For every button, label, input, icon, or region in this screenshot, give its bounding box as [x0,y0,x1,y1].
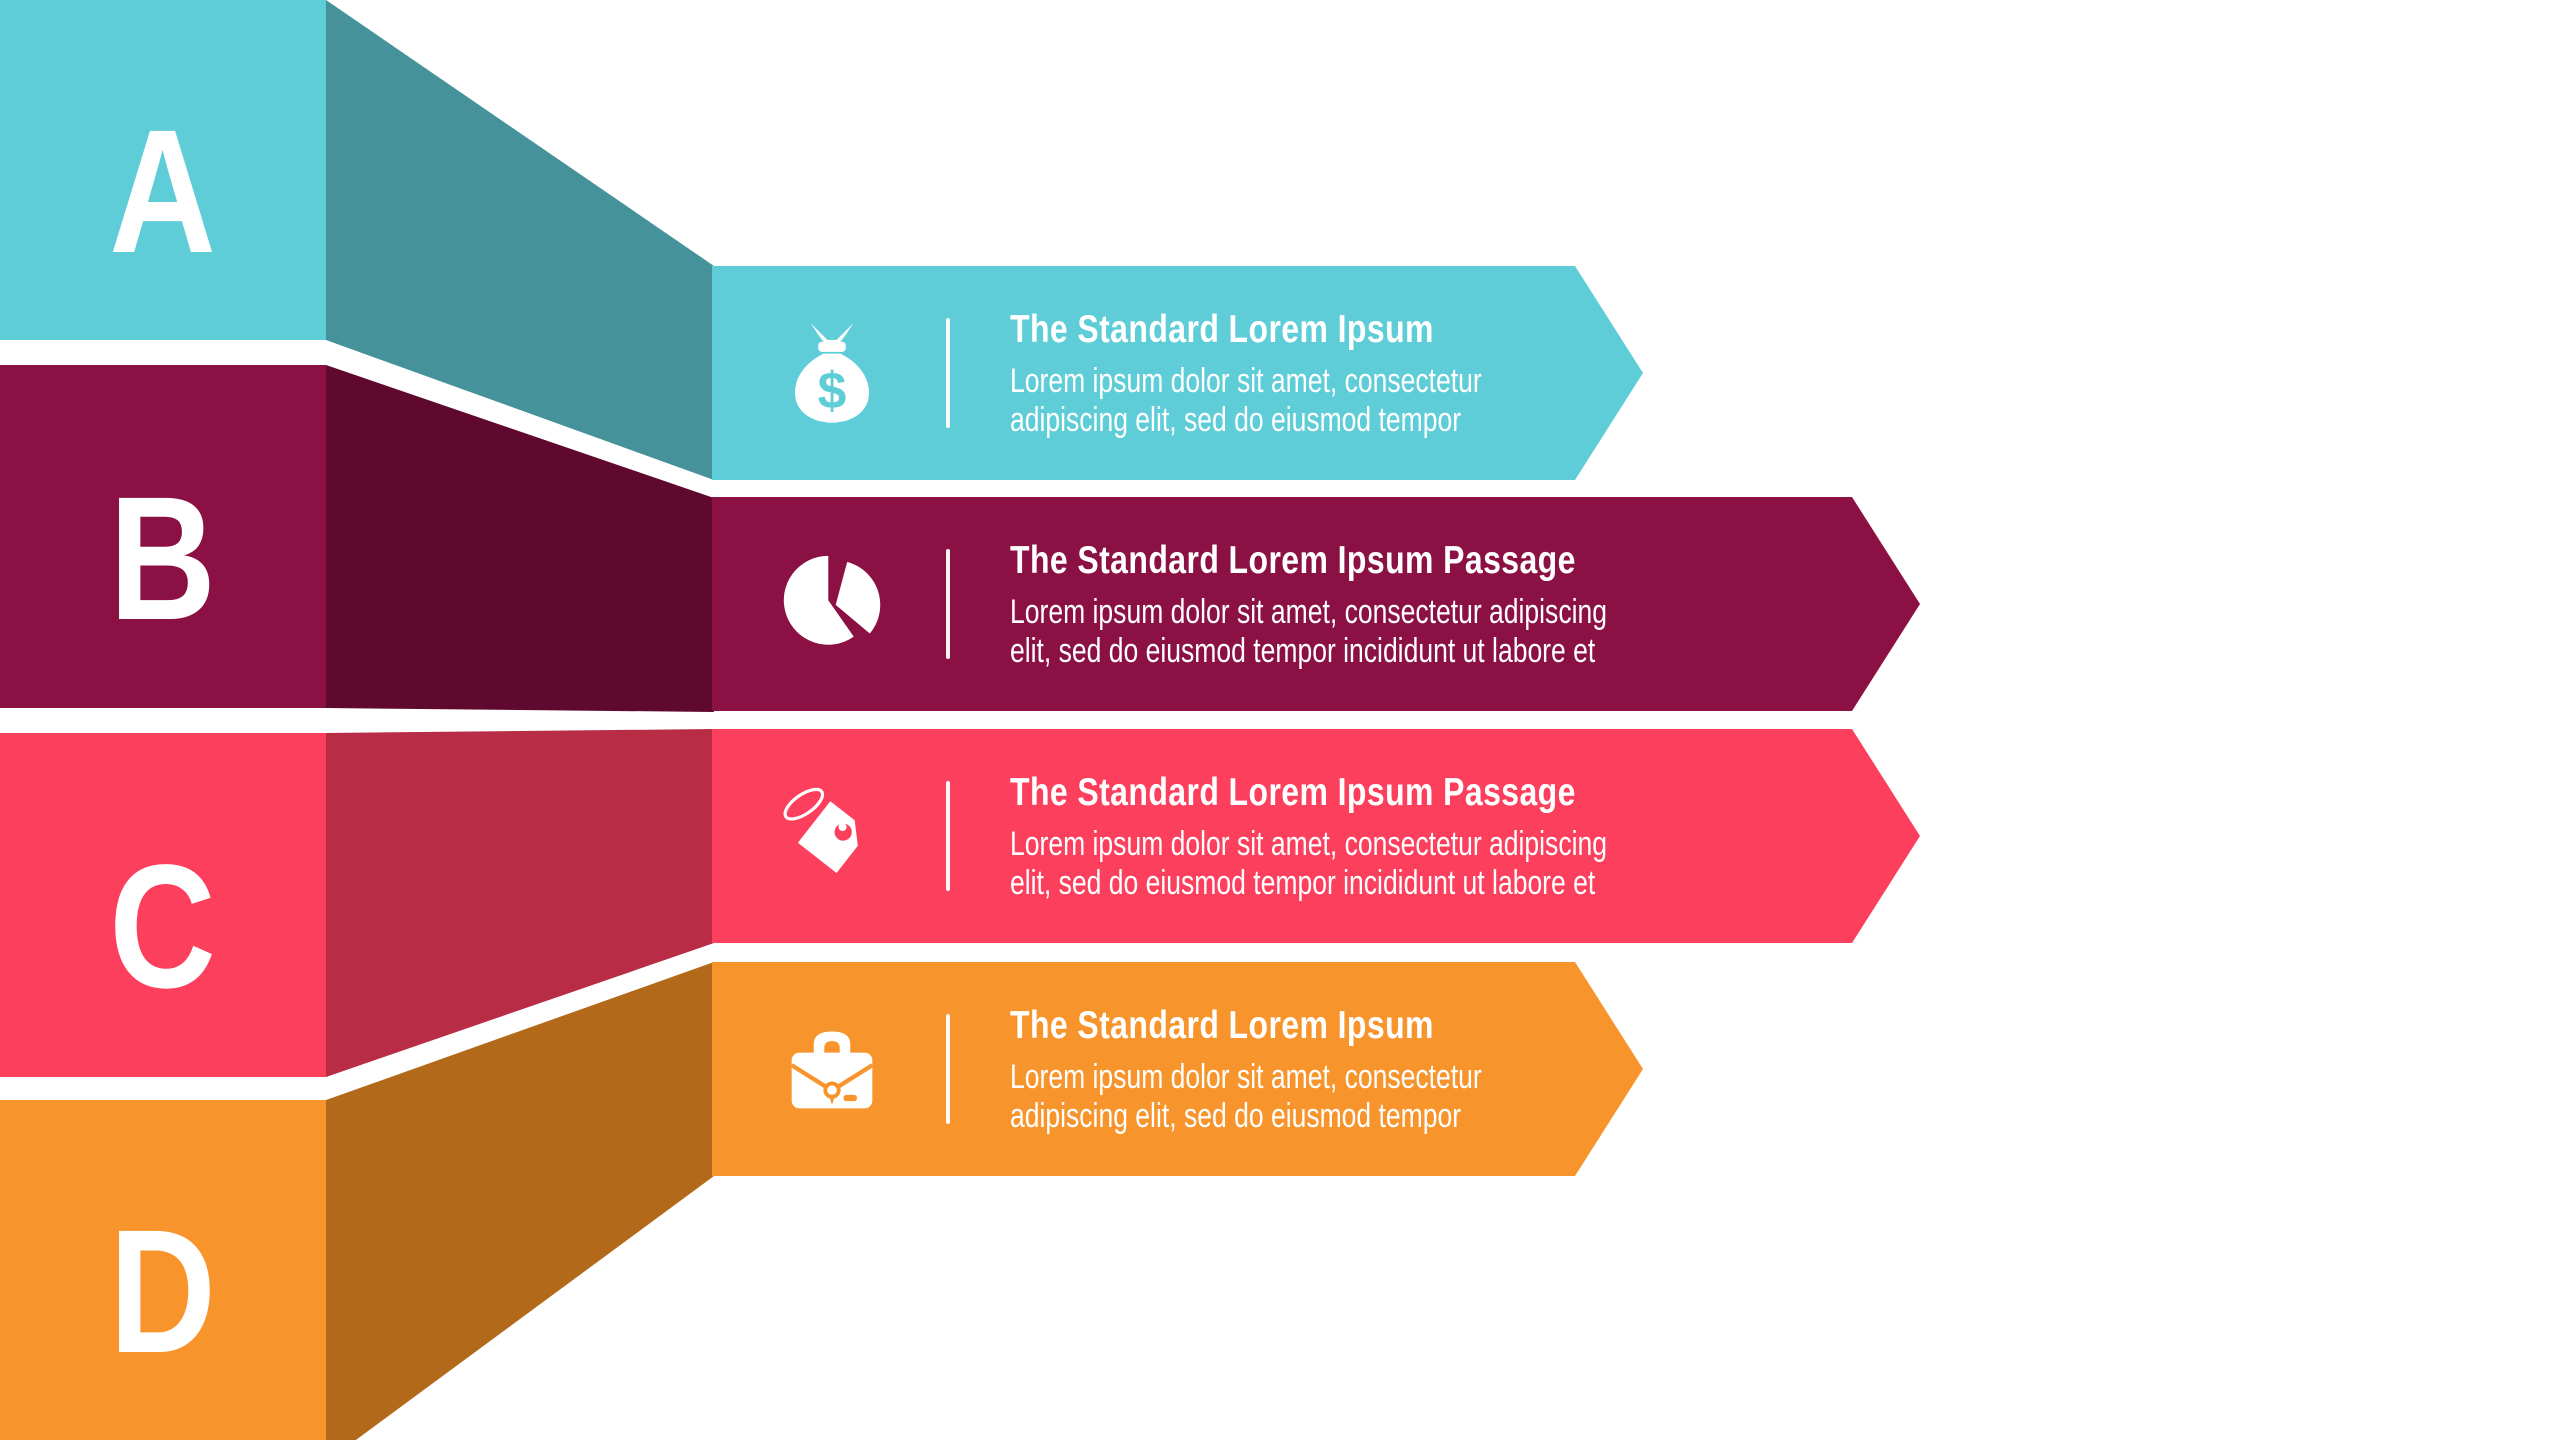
banner-c-text: The Standard Lorem Ipsum Passage Lorem i… [1010,770,1775,903]
step-block-a: A [0,0,326,340]
money-bag-icon: $ [782,317,882,429]
body-line: Lorem ipsum dolor sit amet, consectetur … [1010,592,1607,631]
ribbon-b [326,365,714,712]
banner-d-body: Lorem ipsum dolor sit amet, consectetur … [1010,1058,1615,1136]
banner-divider [946,318,950,428]
banner-divider [946,549,950,659]
step-block-c: C [0,733,326,1077]
price-tag-icon [782,780,882,892]
banner-divider [946,1014,950,1124]
banner-b-title: The Standard Lorem Ipsum Passage [1010,538,1576,582]
banner-a: $ The Standard Lorem Ipsum Lorem ipsum d… [712,266,1643,480]
step-block-b: B [0,365,326,708]
banner-d: The Standard Lorem Ipsum Lorem ipsum dol… [712,962,1643,1176]
body-line: Lorem ipsum dolor sit amet, consectetur … [1010,824,1607,863]
step-letter-a: A [109,94,217,290]
ribbon-c [326,729,714,1077]
briefcase-icon [782,1013,882,1125]
body-line: elit, sed do eiusmod tempor incididunt u… [1010,631,1596,670]
banner-a-text: The Standard Lorem Ipsum Lorem ipsum dol… [1010,307,1615,440]
body-line: Lorem ipsum dolor sit amet, consectetur [1010,1057,1482,1096]
ribbon-d [326,962,714,1440]
body-line: adipiscing elit, sed do eiusmod tempor [1010,400,1462,439]
body-line: Lorem ipsum dolor sit amet, consectetur [1010,361,1482,400]
step-letter-c: C [109,829,217,1025]
dollar-glyph: $ [818,361,847,419]
banner-a-title: The Standard Lorem Ipsum [1010,307,1434,351]
banner-b-text: The Standard Lorem Ipsum Passage Lorem i… [1010,538,1775,671]
banner-d-text: The Standard Lorem Ipsum Lorem ipsum dol… [1010,1003,1615,1136]
step-letter-b: B [109,460,217,657]
banner-c-title: The Standard Lorem Ipsum Passage [1010,770,1576,814]
body-line: adipiscing elit, sed do eiusmod tempor [1010,1096,1462,1135]
banner-divider [946,781,950,891]
body-line: elit, sed do eiusmod tempor incididunt u… [1010,863,1596,902]
banner-c: The Standard Lorem Ipsum Passage Lorem i… [712,729,1920,943]
ribbon-a [326,0,714,480]
banner-c-body: Lorem ipsum dolor sit amet, consectetur … [1010,825,1775,903]
banner-b: The Standard Lorem Ipsum Passage Lorem i… [712,497,1920,711]
banner-b-body: Lorem ipsum dolor sit amet, consectetur … [1010,593,1775,671]
pie-chart-icon [782,548,882,660]
banner-a-body: Lorem ipsum dolor sit amet, consectetur … [1010,362,1615,440]
banner-d-title: The Standard Lorem Ipsum [1010,1003,1434,1047]
step-block-d: D [0,1100,326,1440]
step-letter-d: D [109,1194,217,1390]
